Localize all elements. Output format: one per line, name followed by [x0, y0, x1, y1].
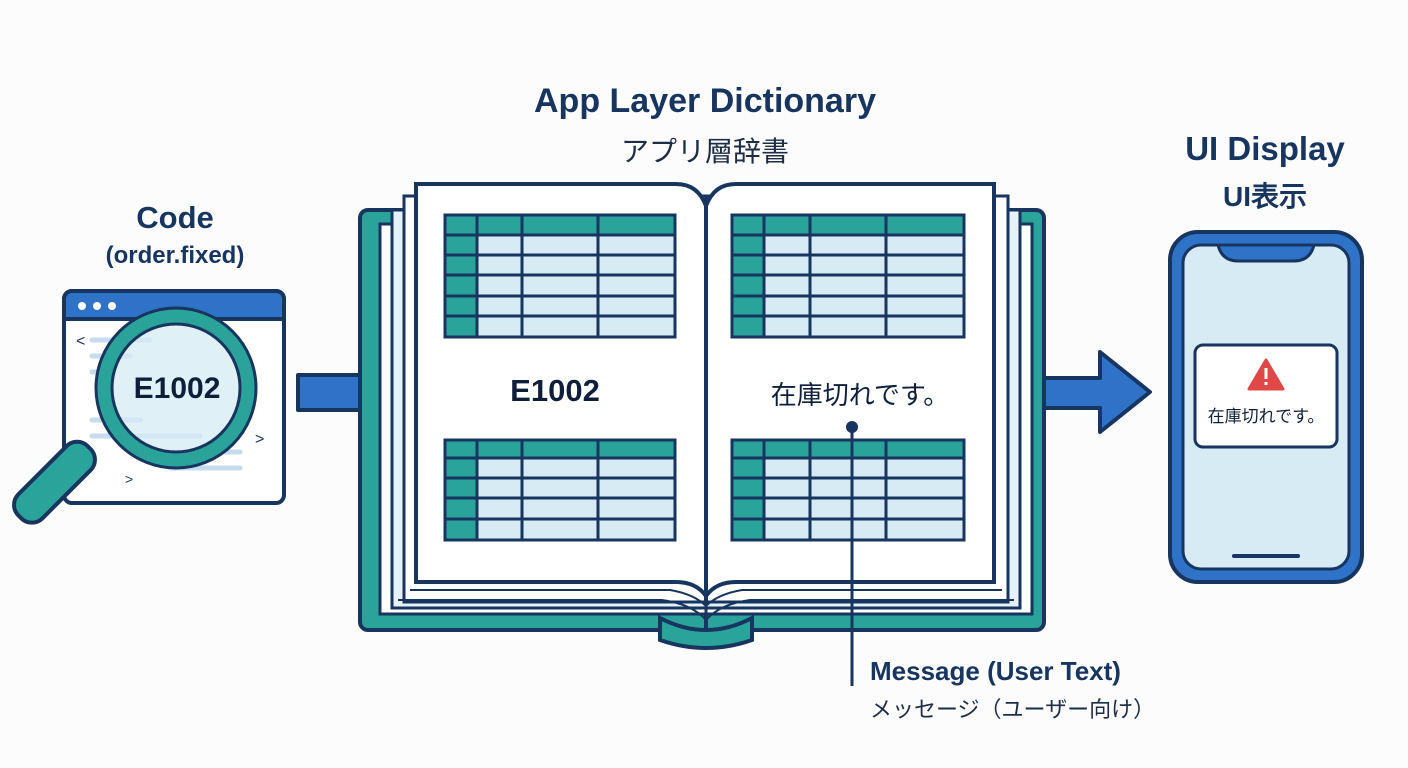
- code-title: Code: [136, 200, 214, 235]
- dictionary-table: [730, 438, 966, 542]
- phone-icon: [1168, 230, 1364, 584]
- message-callout-pointer: [846, 421, 858, 686]
- ui-display-subtitle: UI表示: [1222, 181, 1307, 212]
- svg-text:>: >: [125, 471, 133, 487]
- svg-text:>: >: [255, 431, 264, 448]
- svg-text:<: <: [76, 333, 85, 350]
- dictionary-table: [730, 213, 966, 339]
- dictionary-title: App Layer Dictionary: [534, 82, 876, 120]
- dictionary-table: [443, 213, 677, 339]
- message-callout-subtitle: メッセージ（ユーザー向け）: [870, 697, 1156, 722]
- dictionary-subtitle: アプリ層辞書: [620, 136, 789, 167]
- dictionary-table: [443, 438, 677, 542]
- ui-display-title: UI Display: [1185, 130, 1345, 167]
- magnifier-icon: [12, 306, 258, 525]
- dictionary-message-entry: 在庫切れです。: [770, 380, 950, 410]
- code-subtitle: (order.fixed): [105, 242, 245, 269]
- dictionary-code-entry: E1002: [510, 373, 600, 408]
- code-value: E1002: [133, 372, 221, 405]
- alert-message: 在庫切れです。: [1207, 407, 1325, 426]
- warning-icon: [1247, 358, 1285, 391]
- message-callout-title: Message (User Text): [870, 656, 1121, 686]
